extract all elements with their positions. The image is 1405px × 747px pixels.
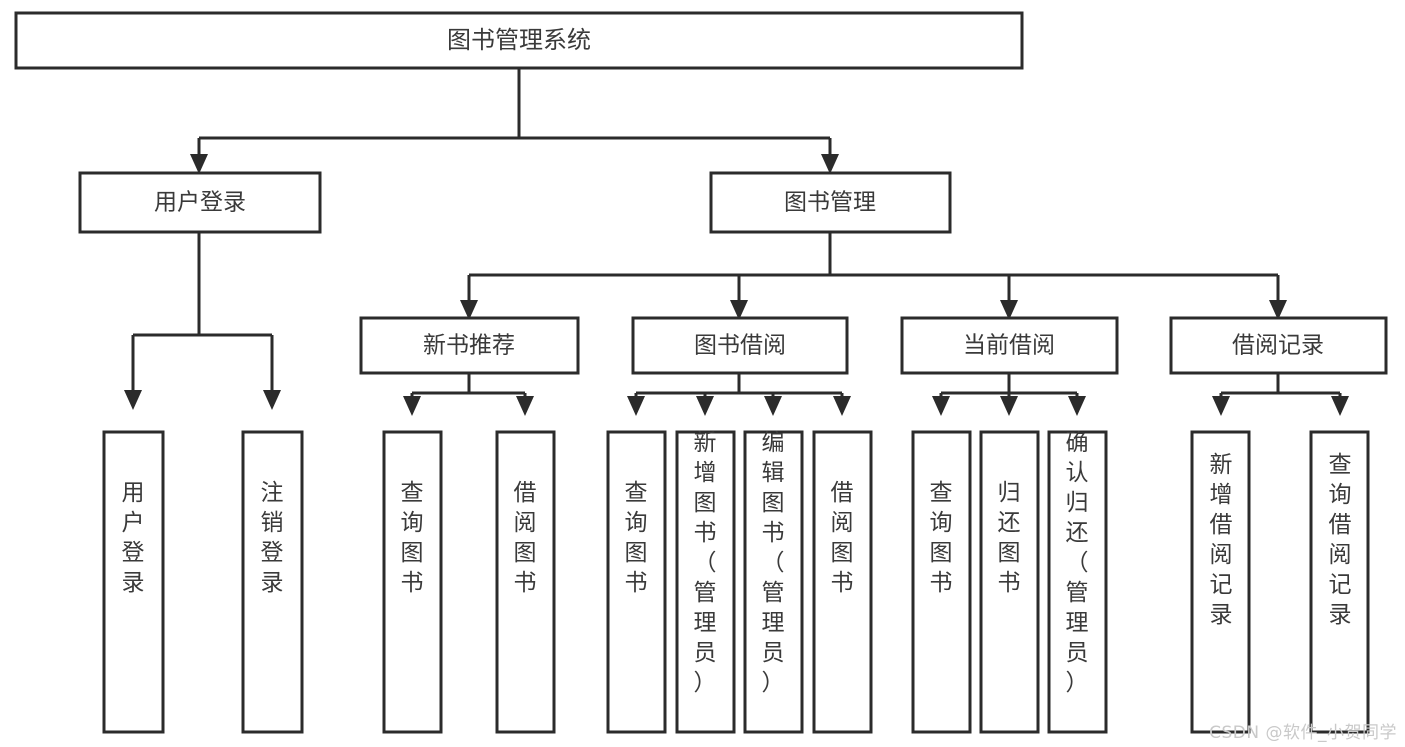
leaf-node-label: 查询图书 bbox=[401, 480, 424, 596]
connector-newbook-to-leaves bbox=[403, 373, 534, 416]
leaf-node[interactable]: 确认归还（管理员） bbox=[1047, 430, 1108, 734]
node-book-management-label: 图书管理 bbox=[784, 190, 876, 216]
connector-bookborrow-to-leaves bbox=[627, 373, 851, 416]
node-new-book-recommend[interactable]: 新书推荐 bbox=[359, 316, 580, 375]
connector-userlogin-to-leaves bbox=[124, 232, 281, 410]
leaf-node-label: 注销登录 bbox=[261, 480, 284, 596]
leaf-node[interactable]: 查询图书 bbox=[382, 430, 443, 734]
connector-root-to-level1 bbox=[190, 68, 839, 174]
leaf-node[interactable]: 查询图书 bbox=[911, 430, 972, 734]
node-current-borrow-label: 当前借阅 bbox=[963, 333, 1055, 359]
node-current-borrow[interactable]: 当前借阅 bbox=[900, 316, 1119, 375]
leaf-node[interactable]: 归还图书 bbox=[979, 430, 1040, 734]
leaf-node-label: 编辑图书（管理员） bbox=[762, 430, 785, 696]
connector-currentborrow-to-leaves bbox=[932, 373, 1086, 416]
connector-booksys-to-level2 bbox=[460, 232, 1287, 320]
leaf-node[interactable]: 新增图书（管理员） bbox=[675, 430, 736, 734]
node-borrow-record-label: 借阅记录 bbox=[1232, 333, 1324, 359]
leaf-node-label: 查询图书 bbox=[930, 480, 953, 596]
node-borrow-record[interactable]: 借阅记录 bbox=[1169, 316, 1388, 375]
leaf-node[interactable]: 借阅图书 bbox=[495, 430, 556, 734]
leaf-node-label: 借阅图书 bbox=[514, 480, 537, 596]
leaf-node-label: 查询图书 bbox=[625, 480, 648, 596]
leaf-node[interactable]: 新增借阅记录 bbox=[1190, 430, 1251, 734]
node-user-login-label: 用户登录 bbox=[154, 190, 246, 216]
leaf-node[interactable]: 用户登录 bbox=[102, 430, 165, 734]
leaf-node-label: 借阅图书 bbox=[831, 480, 854, 596]
leaf-node-label: 确认归还（管理员） bbox=[1066, 430, 1089, 696]
leaf-node-label: 新增借阅记录 bbox=[1210, 452, 1233, 628]
node-user-login[interactable]: 用户登录 bbox=[78, 171, 322, 234]
csdn-watermark: CSDN @软件_小贺同学 bbox=[1209, 723, 1397, 743]
leaf-node-label: 查询借阅记录 bbox=[1329, 452, 1352, 628]
node-root-label: 图书管理系统 bbox=[447, 26, 591, 54]
leaf-node-label: 新增图书（管理员） bbox=[694, 430, 717, 696]
leaf-node-label: 归还图书 bbox=[998, 480, 1021, 596]
leaf-node[interactable]: 查询借阅记录 bbox=[1309, 430, 1370, 734]
leaf-node[interactable]: 查询图书 bbox=[606, 430, 667, 734]
connector-borrowrecord-to-leaves bbox=[1212, 373, 1349, 416]
node-new-book-recommend-label: 新书推荐 bbox=[423, 333, 515, 359]
node-book-borrow-label: 图书借阅 bbox=[694, 333, 786, 359]
node-root[interactable]: 图书管理系统 bbox=[14, 11, 1024, 70]
node-book-management[interactable]: 图书管理 bbox=[709, 171, 952, 234]
leaf-node[interactable]: 编辑图书（管理员） bbox=[743, 430, 804, 734]
node-book-borrow[interactable]: 图书借阅 bbox=[631, 316, 849, 375]
leaf-node[interactable]: 借阅图书 bbox=[812, 430, 873, 734]
leaf-node-label: 用户登录 bbox=[122, 480, 145, 596]
leaf-node[interactable]: 注销登录 bbox=[241, 430, 304, 734]
